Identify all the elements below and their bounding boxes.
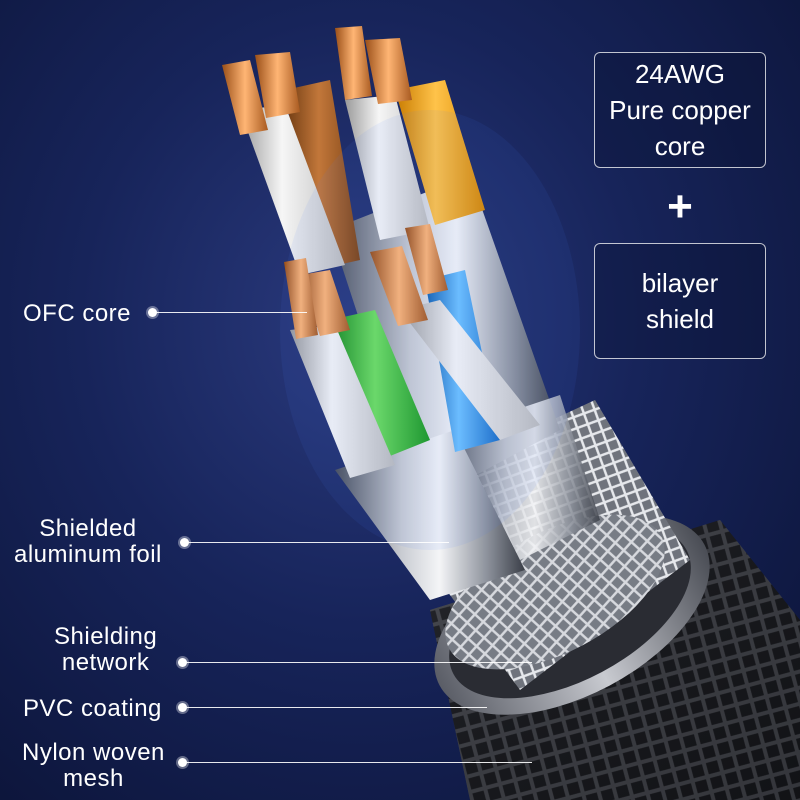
callout-aluminum-foil: Shielded aluminum foil [14,516,162,568]
callout-mesh-line1: Nylon woven [22,739,165,766]
spec-shield-line2: shield [646,304,714,334]
callout-mesh-dot [178,758,187,767]
spec-box-bilayer-shield: bilayer shield [594,243,766,359]
spec-copper-line3: core [654,131,706,161]
foil-pair-bottom [335,430,525,600]
callout-foil-line [189,542,449,543]
callout-pvc-line [187,707,487,708]
wire-pair-blue [370,224,540,452]
spec-copper-line2: Pure copper [609,95,751,125]
callout-network-dot [178,658,187,667]
callout-pvc-dot [178,703,187,712]
wire-pair-green [284,258,430,478]
callout-ofc-core: OFC core [23,300,132,327]
callout-pvc-coating: PVC coating [23,695,162,722]
callout-foil-line2: aluminum foil [14,541,162,568]
callout-shielding-network: Shielding network [54,624,157,676]
spec-copper-line1: 24AWG [634,59,726,89]
callout-foil-line1: Shielded [39,515,137,542]
wire-pair-brown [222,52,360,275]
plus-sign: + [667,182,693,231]
wire-pair-orange [335,26,485,240]
callout-ofc-core-dot [148,308,157,317]
callout-nylon-mesh: Nylon woven mesh [22,740,165,792]
callout-ofc-core-line [157,312,307,313]
callout-foil-dot [180,538,189,547]
callout-mesh-line2: mesh [63,765,124,792]
spec-box-copper-core: 24AWG Pure copper core [594,52,766,168]
callout-mesh-line [187,762,532,763]
callout-network-line [187,662,532,663]
callout-network-line2: network [61,649,150,676]
callout-network-line1: Shielding [54,623,158,650]
spec-shield-line1: bilayer [641,268,719,298]
